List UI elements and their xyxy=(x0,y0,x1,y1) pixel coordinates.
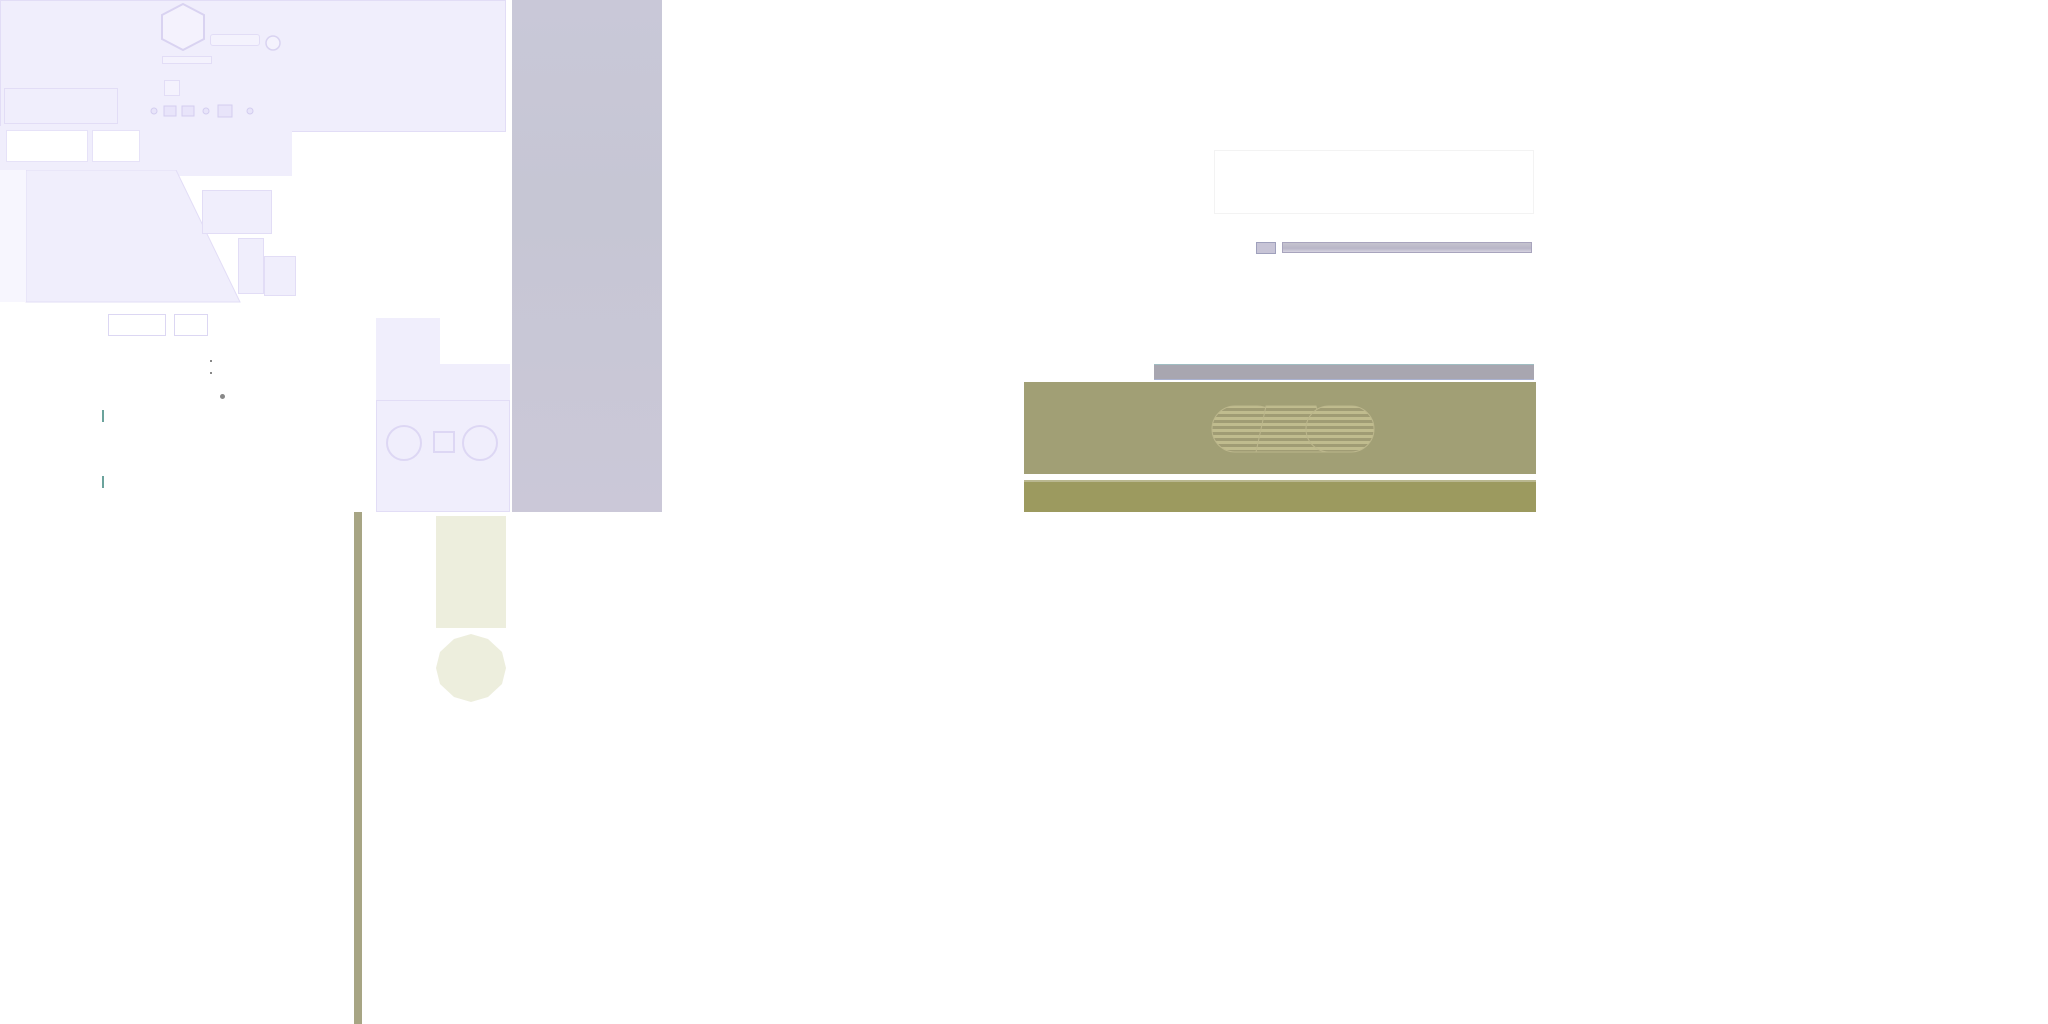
thin-lavender-bar xyxy=(1282,242,1532,253)
square-shape xyxy=(202,190,272,234)
teal-tick-b xyxy=(102,476,104,488)
white-cutout-left xyxy=(6,130,88,162)
olive-strip xyxy=(1024,480,1536,512)
tiny-square-shape xyxy=(164,80,180,96)
left-rectangle-shape xyxy=(4,88,118,124)
small-lavender-square xyxy=(1256,242,1276,254)
faint-rectangle xyxy=(1214,150,1534,214)
striped-capsule-logo xyxy=(1211,405,1375,453)
rounded-bar-shape xyxy=(210,34,260,46)
thin-blue-line-bar xyxy=(1154,364,1534,380)
trapezoid-shape xyxy=(0,170,241,303)
thin-bar-shape xyxy=(162,56,212,64)
outline-rect-a xyxy=(108,314,166,336)
pale-olive-octagon xyxy=(436,634,506,702)
cluster-block-bottom xyxy=(376,400,510,512)
white-cutout-right xyxy=(92,130,140,162)
dot-b xyxy=(210,372,212,374)
teal-tick-a xyxy=(102,410,104,422)
pale-olive-rectangle xyxy=(436,516,506,628)
olive-vertical-strip xyxy=(354,512,362,1024)
dot-c xyxy=(220,394,225,399)
slotted-column-shape xyxy=(238,238,264,294)
dot-a xyxy=(210,360,212,362)
cluster-block-mid xyxy=(376,364,510,400)
circle-square-circle-shape xyxy=(386,425,498,461)
small-block-shape xyxy=(264,256,296,296)
small-circle-shape xyxy=(265,35,281,51)
outline-rect-b xyxy=(174,314,208,336)
grey-texture-column xyxy=(512,0,662,512)
hexagon-shape xyxy=(161,2,205,52)
dot-row-shape xyxy=(150,104,254,118)
